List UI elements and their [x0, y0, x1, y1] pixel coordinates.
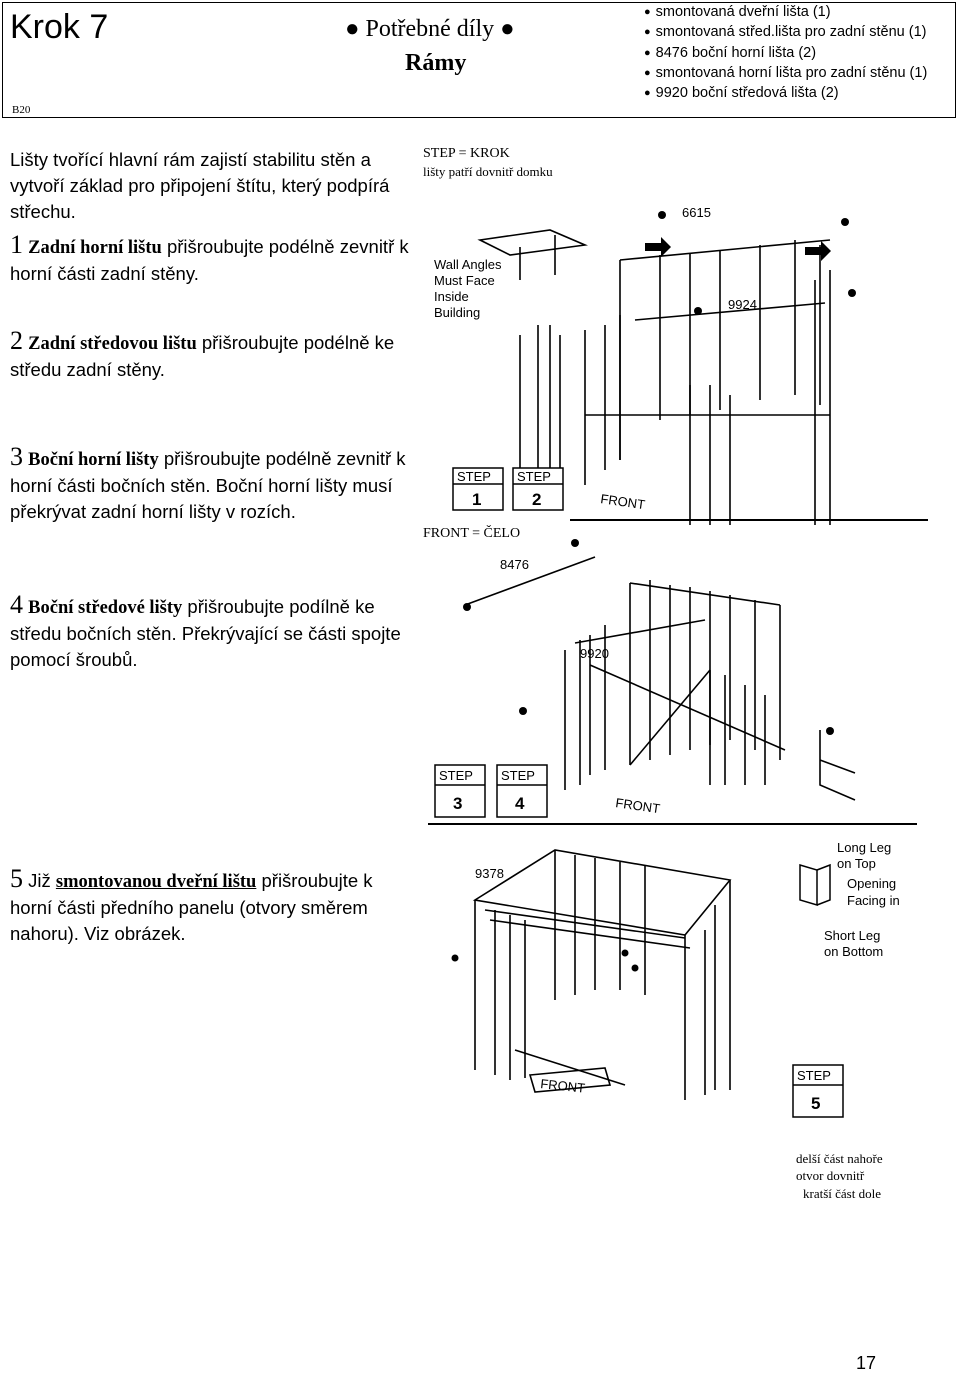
- part-label: 9924: [728, 297, 757, 312]
- part-label: 6615: [682, 205, 711, 220]
- parts-list-item: 8476 boční horní lišta (2): [644, 44, 927, 64]
- step-box-number: 4: [515, 794, 525, 813]
- part-label: 8476: [500, 557, 529, 572]
- note-wall-angles: lišty patří dovnitř domku: [423, 164, 553, 179]
- parts-subheading: Rámy: [405, 50, 467, 76]
- parts-list: smontovaná dveřní lišta (1) smontovaná s…: [644, 3, 928, 104]
- note-short-leg: kratší část dole: [803, 1186, 881, 1201]
- step-box-label: STEP: [517, 469, 551, 484]
- step-description: přišroubujte podélně zevnitř k horní čás…: [10, 448, 406, 522]
- parts-heading: ● Potřebné díly ●: [345, 16, 515, 42]
- step-keyword: Zadní středovou lištu: [28, 334, 197, 354]
- step-number: 2: [10, 326, 23, 355]
- step-box: [452, 467, 504, 511]
- part-label: 9378: [475, 866, 504, 881]
- step-number: 3: [10, 442, 23, 471]
- step-description: přišroubujte podélně ke středu zadní stě…: [10, 332, 395, 380]
- callout-line: Short Leg: [824, 928, 880, 943]
- figure-back-wall-frames: 6615 9924 Wall Angles Must Face Inside B…: [434, 205, 928, 525]
- step-box-label: STEP: [797, 1068, 831, 1083]
- note-front-celo: FRONT = ČELO: [423, 526, 521, 541]
- note-long-leg: delší část nahoře: [796, 1151, 883, 1166]
- note-opening: otvor dovnitř: [796, 1168, 865, 1183]
- callout-line: Wall Angles: [434, 257, 502, 272]
- step-box-label: STEP: [457, 469, 491, 484]
- step-box-number: 1: [472, 490, 481, 509]
- front-label: FRONT: [600, 491, 646, 512]
- callout-line: on Bottom: [824, 944, 883, 959]
- callout-line: Long Leg: [837, 840, 891, 855]
- callout-line: Building: [434, 305, 480, 320]
- parts-list-item: smontovaná střed.lišta pro zadní stěnu (…: [644, 23, 927, 43]
- page-number: 17: [856, 1353, 877, 1373]
- step-box: [512, 467, 564, 511]
- parts-list-item: smontovaná horní lišta pro zadní stěnu (…: [644, 64, 928, 84]
- callout-line: Must Face: [434, 273, 495, 288]
- callout-line: on Top: [837, 856, 876, 871]
- step-number: 1: [10, 230, 23, 259]
- step-box-label: STEP: [439, 768, 473, 783]
- step-4-text: 4 Boční středové lišty přišroubujte podí…: [10, 592, 422, 673]
- step-box-label: STEP: [501, 768, 535, 783]
- step-box-number: 5: [811, 1094, 820, 1113]
- step-keyword: smontovanou dveřní lištu: [55, 872, 257, 892]
- step-description: přišroubujte k horní části předního pane…: [10, 870, 373, 944]
- header-box: [2, 2, 956, 118]
- step-box: [792, 1064, 844, 1118]
- step-keyword: Boční horní lišty: [28, 450, 159, 470]
- callout-line: Inside: [434, 289, 469, 304]
- step-3-text: 3 Boční horní lišty přišroubujte podélně…: [10, 444, 422, 525]
- step-number: 5: [10, 864, 23, 893]
- step-box: [434, 764, 486, 818]
- front-label: FRONT: [615, 795, 661, 816]
- figure-door-frame: 9378 FRONT Long Leg on Top Opening Facin…: [451, 840, 900, 1118]
- step-1-text: 1 Zadní horní lištu přišroubujte podélně…: [10, 232, 422, 287]
- page-code: B20: [12, 104, 31, 116]
- parts-list-item: smontovaná dveřní lišta (1): [644, 3, 927, 23]
- parts-list-item: 9920 boční středová lišta (2): [644, 84, 927, 104]
- step-keyword: Boční středové lišty: [28, 598, 183, 618]
- step-description: přišroubujte podílně ke středu bočních s…: [10, 596, 401, 670]
- step-prefix: Již: [23, 870, 56, 891]
- step-title: Krok 7: [10, 8, 109, 46]
- step-description: přišroubujte podélně zevnitř k horní čás…: [10, 236, 409, 284]
- step-number: 4: [10, 590, 23, 619]
- step-box-number: 3: [453, 794, 462, 813]
- callout-line: Facing in: [847, 893, 900, 908]
- note-step-krok: STEP = KROK: [423, 146, 510, 161]
- step-2-text: 2 Zadní středovou lištu přišroubujte pod…: [10, 328, 422, 383]
- figure-side-wall-frames: 8476 9920 STEP 3 STEP 4 FRONT: [428, 539, 917, 825]
- intro-paragraph: Lišty tvořící hlavní rám zajistí stabili…: [10, 149, 390, 222]
- step-keyword: Zadní horní lištu: [28, 238, 162, 258]
- callout-line: Opening: [847, 876, 896, 891]
- step-box-number: 2: [532, 490, 541, 509]
- part-label: 9920: [580, 646, 609, 661]
- step-box: [496, 764, 548, 818]
- front-label: FRONT: [540, 1076, 586, 1096]
- step-5-text: 5 Již smontovanou dveřní lištu přišroubu…: [10, 866, 410, 947]
